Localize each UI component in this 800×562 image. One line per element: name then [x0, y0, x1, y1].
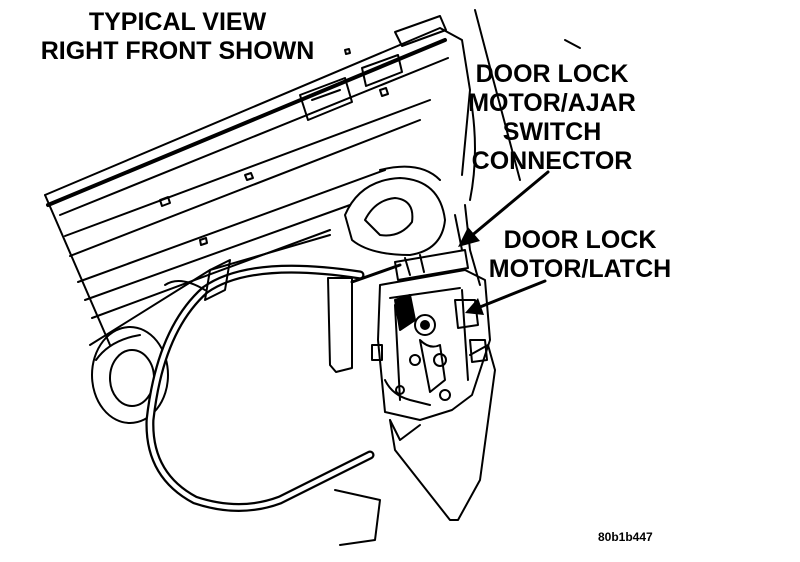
figure-code: 80b1b447: [598, 530, 653, 544]
connector-callout-line: SWITCH: [502, 118, 602, 146]
latch-callout-line: DOOR LOCK: [503, 226, 657, 254]
latch-assembly: [327, 204, 491, 421]
access-hole-upper: [344, 165, 446, 256]
view-note-label: TYPICAL VIEW RIGHT FRONT SHOWN: [40, 8, 315, 66]
lower-panel-edge: [334, 344, 496, 546]
connector-leader-arrow: [458, 170, 550, 247]
view-note-line: RIGHT FRONT SHOWN: [40, 37, 315, 65]
latch-callout-line: MOTOR/LATCH: [488, 255, 672, 283]
connector-callout-label: DOOR LOCK MOTOR/AJAR SWITCH CONNECTOR: [462, 60, 642, 176]
connector-callout-line: MOTOR/AJAR: [468, 89, 636, 117]
view-note-line: TYPICAL VIEW: [88, 8, 267, 36]
connector-callout-line: CONNECTOR: [471, 147, 633, 175]
latch-callout-label: DOOR LOCK MOTOR/LATCH: [480, 226, 680, 284]
door-frame-slots: [159, 15, 447, 246]
lock-rod-cable: [145, 259, 375, 512]
door-inner-panel: [44, 9, 581, 346]
connector-callout-line: DOOR LOCK: [475, 60, 629, 88]
latch-leader-arrow: [465, 279, 547, 315]
